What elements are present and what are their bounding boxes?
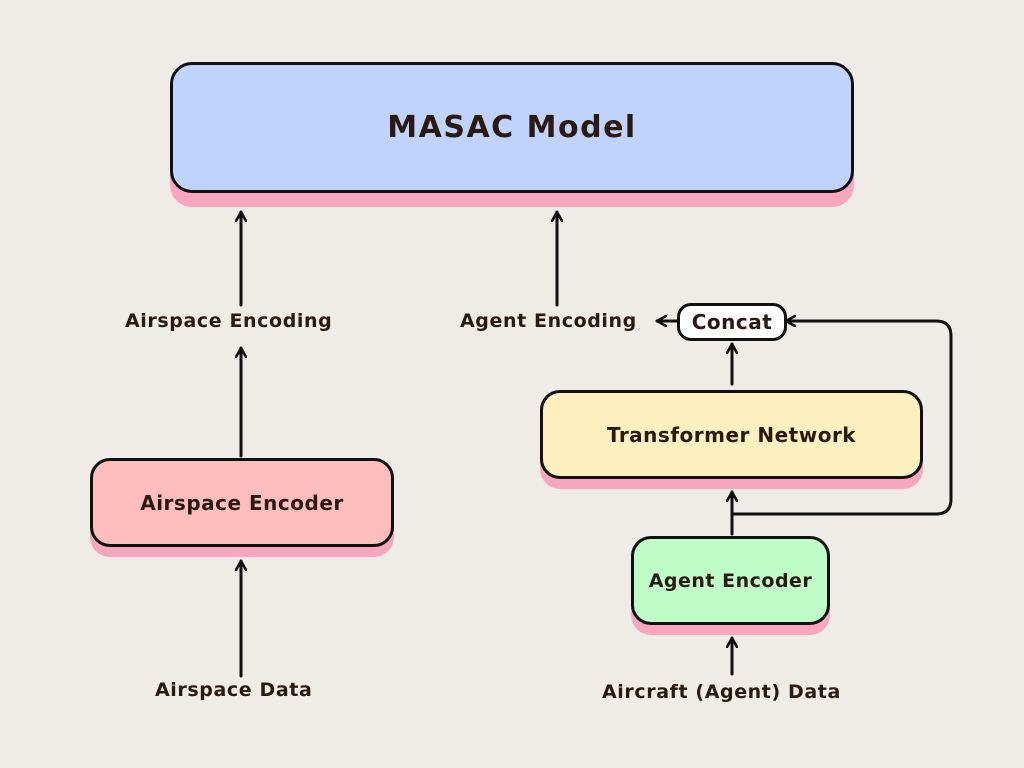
agent-encoding-label: Agent Encoding xyxy=(460,310,637,332)
masac-model-node: MASAC Model xyxy=(170,62,854,193)
aircraft-agent-data-label: Aircraft (Agent) Data xyxy=(602,681,841,703)
airspace-encoder-node: Airspace Encoder xyxy=(90,458,394,547)
masac-model-label: MASAC Model xyxy=(387,110,637,145)
concat-label: Concat xyxy=(691,310,773,334)
concat-node: Concat xyxy=(677,303,787,341)
airspace-encoder-label: Airspace Encoder xyxy=(140,490,344,515)
transformer-network-label: Transformer Network xyxy=(606,422,857,447)
agent-encoder-label: Agent Encoder xyxy=(648,569,813,592)
airspace-encoding-label: Airspace Encoding xyxy=(125,310,333,332)
agent-encoder-node: Agent Encoder xyxy=(631,536,830,625)
transformer-network-node: Transformer Network xyxy=(540,390,923,479)
edge-agent-encoder-skip-to-concat xyxy=(730,321,953,516)
airspace-data-label: Airspace Data xyxy=(155,679,313,701)
